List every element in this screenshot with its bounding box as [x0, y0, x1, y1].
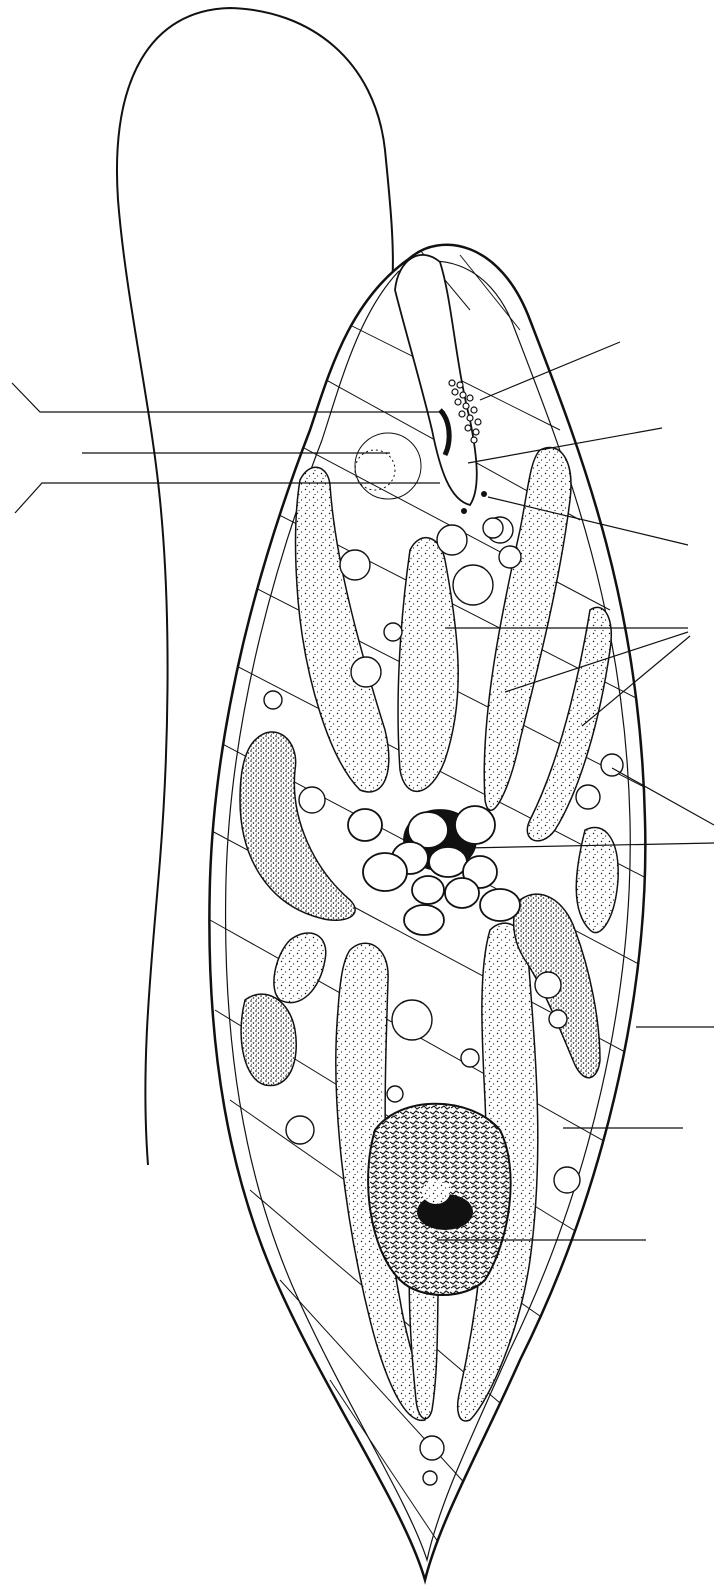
nucleus — [368, 1104, 511, 1295]
